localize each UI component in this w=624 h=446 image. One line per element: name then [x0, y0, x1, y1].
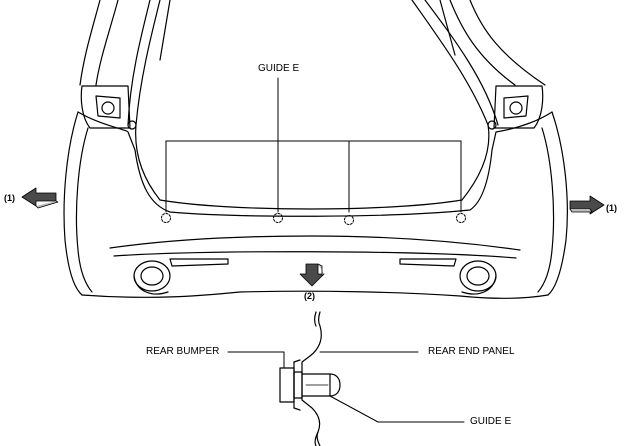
- right-tail-lamp: [487, 85, 544, 130]
- guide-callout-lines: [165, 77, 462, 213]
- right-exhaust: [459, 260, 497, 295]
- guide-clip-locations: [161, 213, 466, 225]
- guide-clip-1: [161, 213, 171, 223]
- arrow-right-pull: [569, 195, 605, 215]
- arrow-right-label: (1): [606, 203, 617, 213]
- rear-bumper-outline: [63, 111, 568, 299]
- vehicle-body: [79, 0, 546, 210]
- detail-cross-section: [227, 311, 465, 446]
- guide-e-label-top: GUIDE E: [258, 63, 300, 74]
- arrow-down-label: (2): [304, 291, 315, 301]
- left-tail-lamp: [80, 85, 137, 130]
- guide-clip-2: [273, 213, 283, 223]
- guide-e-label-detail: GUIDE E: [470, 416, 512, 427]
- left-exhaust: [133, 260, 171, 295]
- guide-clip-3: [344, 215, 354, 225]
- guide-clip-4: [456, 213, 466, 223]
- rear-bumper-label: REAR BUMPER: [146, 346, 220, 357]
- arrow-down-pull: [299, 263, 325, 287]
- rear-end-panel-label: REAR END PANEL: [428, 346, 515, 357]
- arrow-left-pull: [21, 187, 59, 209]
- arrow-left-label: (1): [4, 193, 15, 203]
